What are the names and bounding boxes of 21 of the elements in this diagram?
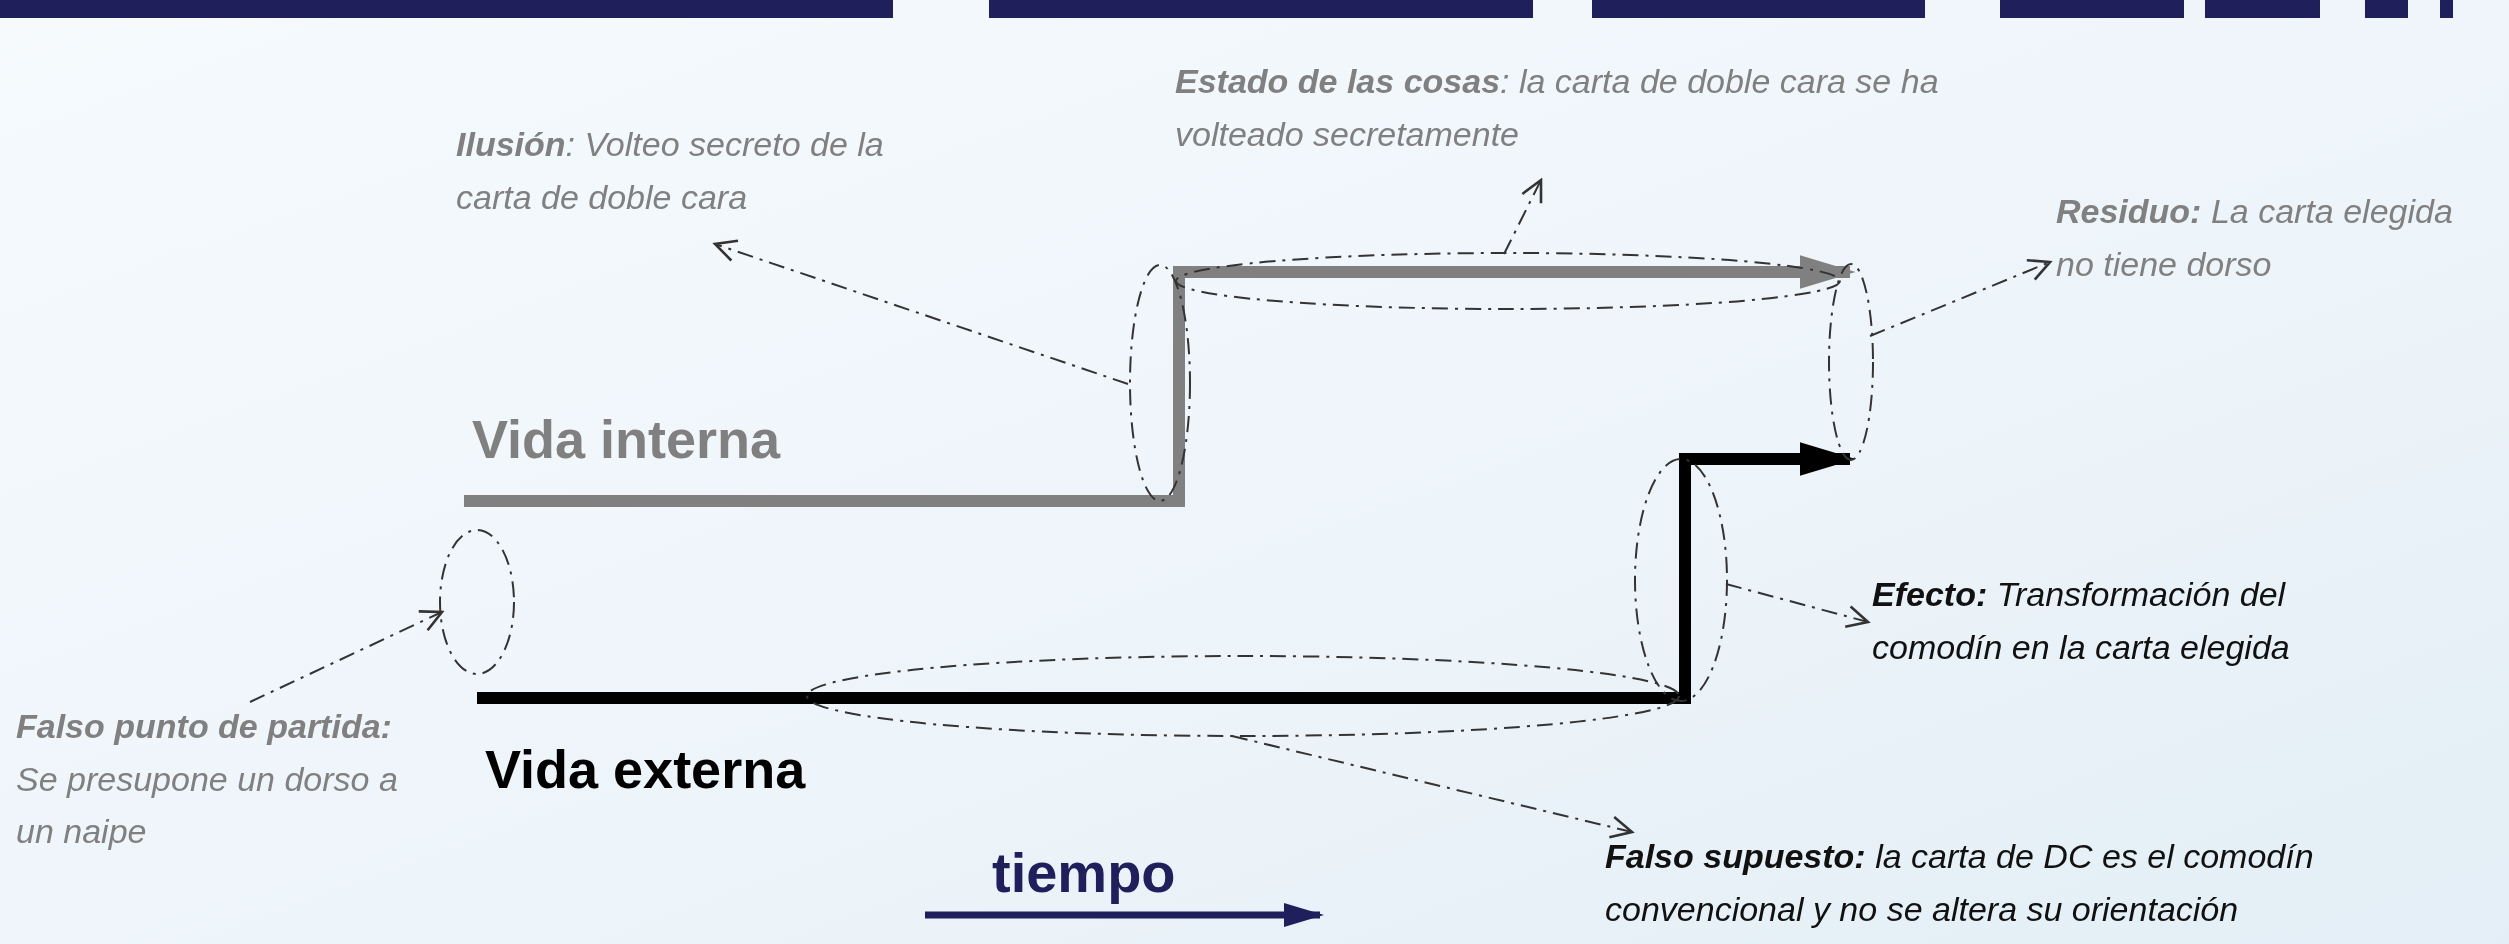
line-label: Vida interna (472, 408, 781, 470)
axis-label: tiempo (992, 840, 1176, 905)
dashed-ellipse (1175, 252, 1841, 310)
dashed-ellipse (1634, 458, 1728, 702)
leader-line (1231, 735, 1634, 839)
dashed-ellipse (1828, 263, 1874, 461)
callout-text: Falso supuesto: la carta de DC es el comodín convencional y no se altera su orientación (1605, 830, 2485, 936)
callout-text: Estado de las cosas: la carta de doble cara se ha volteado secretamente (1175, 55, 1995, 161)
leader-line (713, 239, 1129, 385)
leader-line (1869, 259, 2052, 337)
callout-text: Efecto: Transformación del comodín en la carta elegida (1872, 568, 2402, 674)
line-label: Vida externa (485, 738, 806, 800)
leader-line (1503, 178, 1543, 255)
dashed-ellipse (806, 655, 1680, 737)
leader-line (249, 610, 444, 703)
callout-text: Ilusión: Volteo secreto de la carta de doble cara (456, 118, 926, 224)
callout-text: Falso punto de partida: Se presupone un dorso a un naipe (16, 700, 436, 859)
leader-line (1725, 583, 1870, 628)
dashed-ellipse (1129, 264, 1191, 502)
dashed-ellipse (439, 529, 515, 675)
callout-text: Residuo: La carta elegida no tiene dorso (2056, 185, 2476, 291)
